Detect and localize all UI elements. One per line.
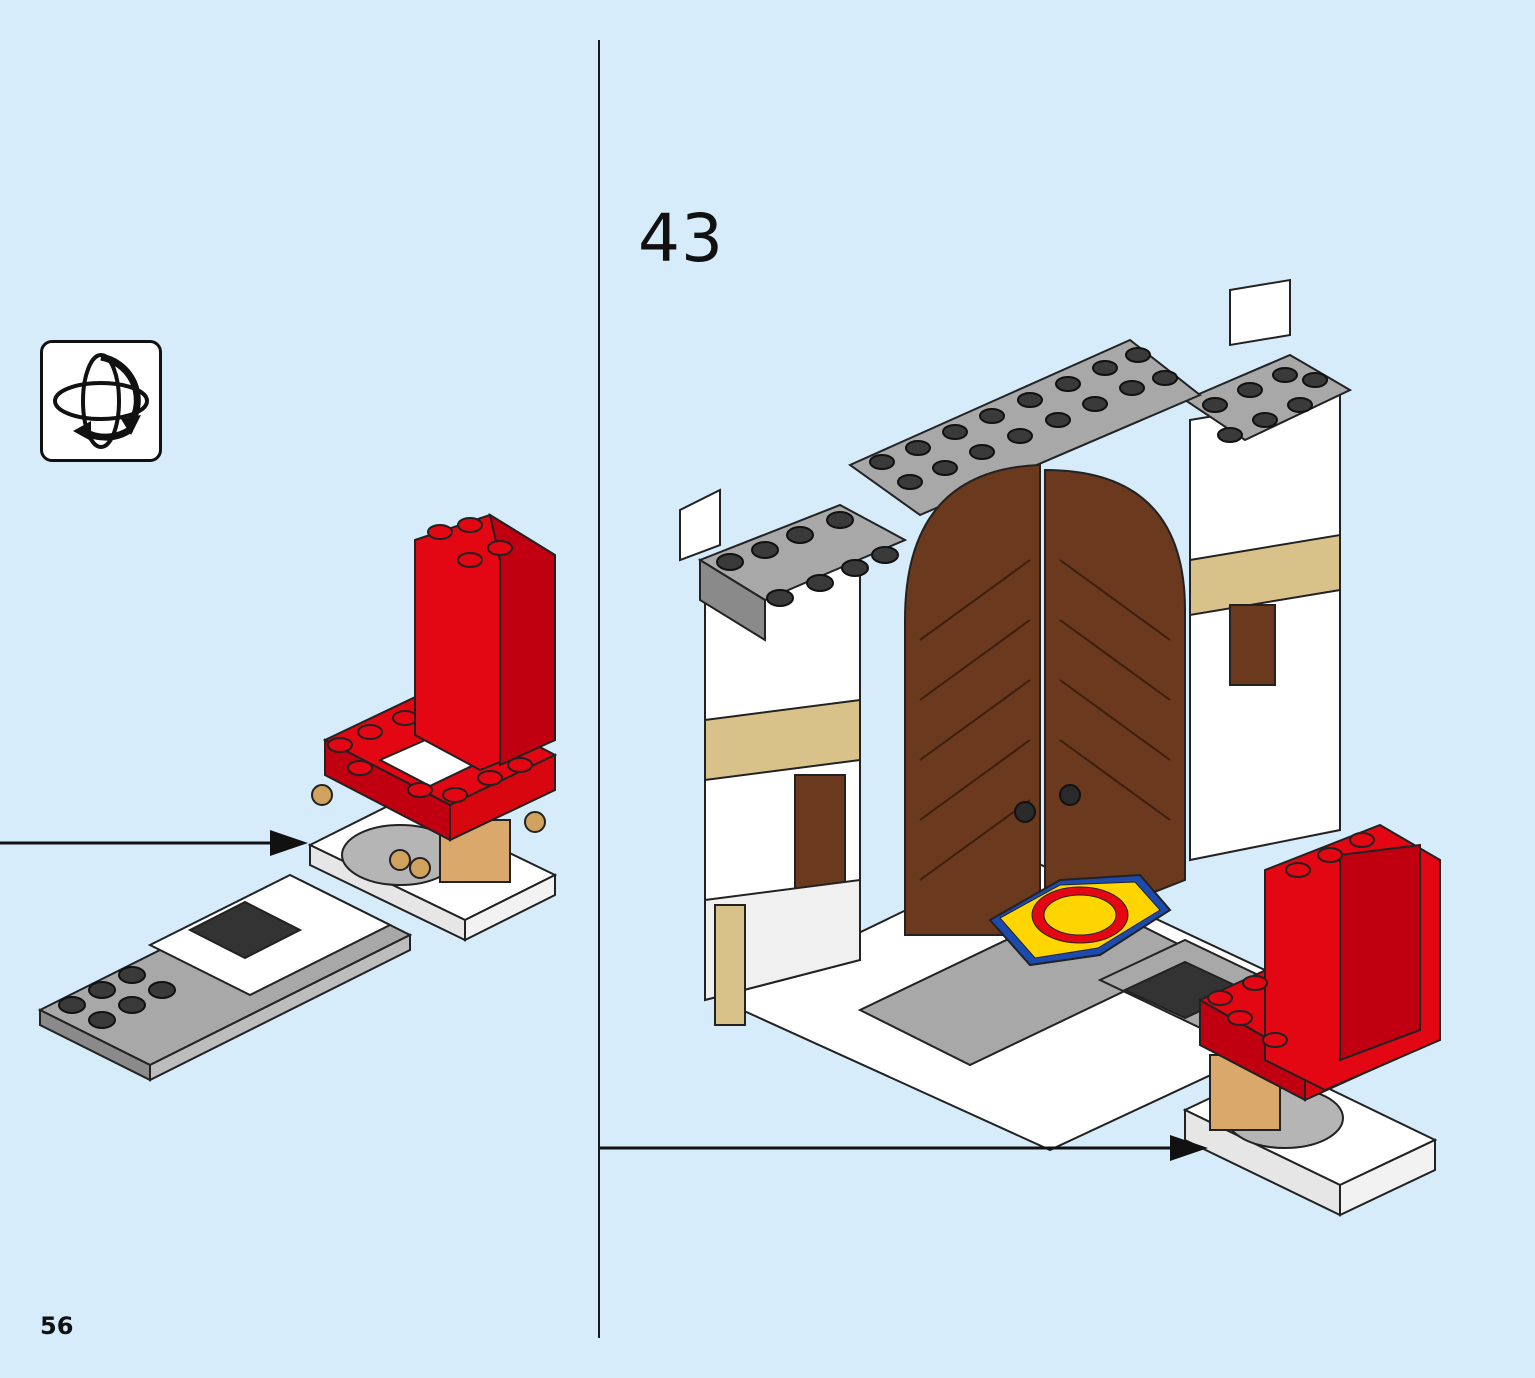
rotate-model-callout [40,340,162,462]
arrow-right-icon [0,830,308,856]
rotate-model-icon [53,353,149,449]
page-number: 56 [40,1312,74,1340]
left-throne-subassembly [37,512,558,1082]
step-number: 43 [638,200,724,277]
arrow-right-icon [600,1135,1208,1161]
castle-wall-assembly [679,278,1353,1152]
right-throne-subassembly [1097,823,1441,1217]
page-divider [598,40,600,1338]
